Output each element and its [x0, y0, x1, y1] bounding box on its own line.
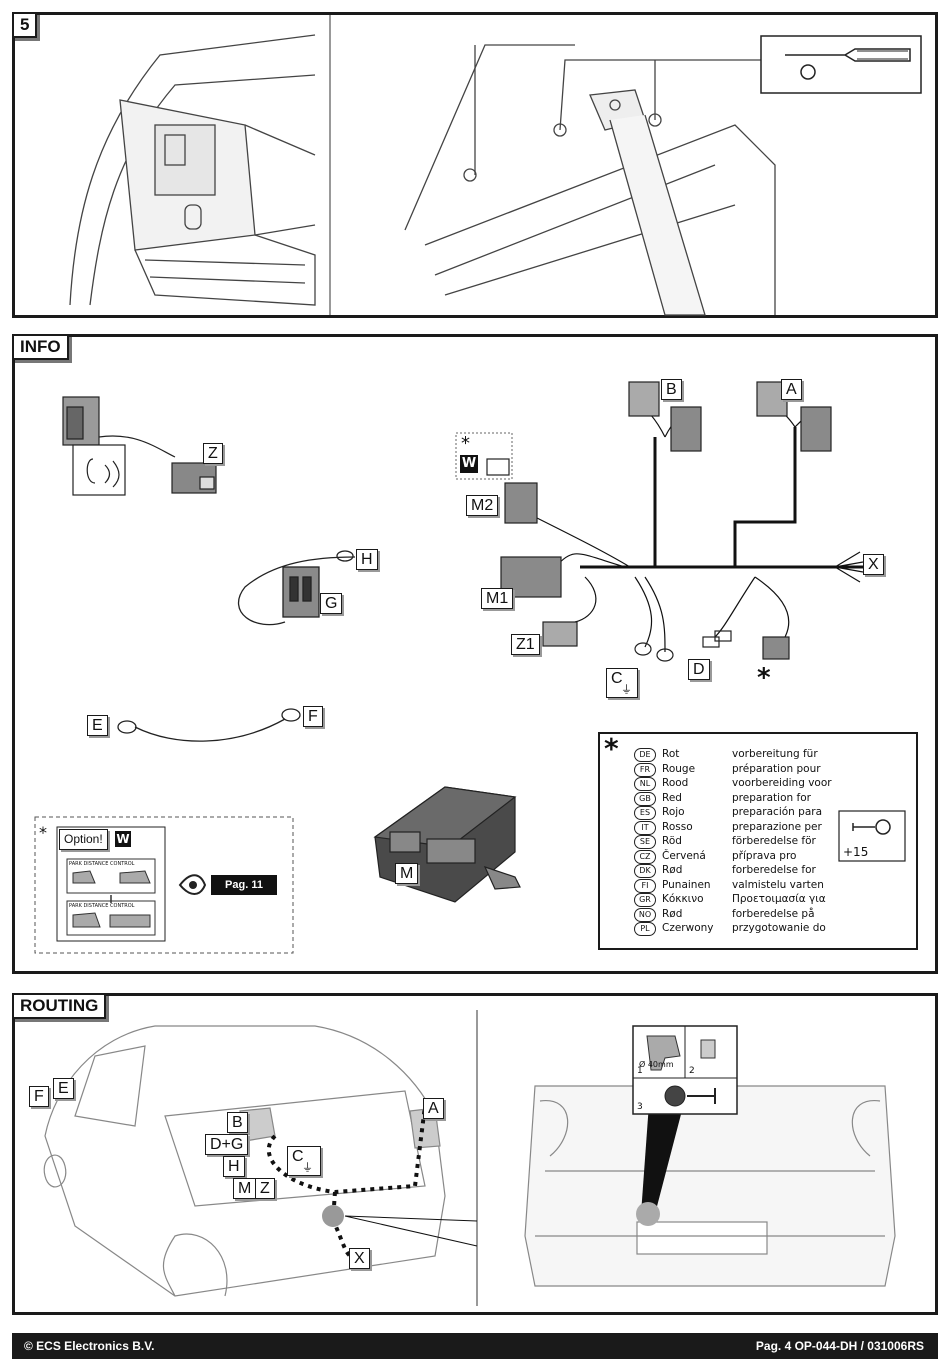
label-B: B — [661, 379, 682, 400]
label-Z: Z — [203, 443, 223, 464]
page-ref-badge[interactable]: Pag. 11 — [211, 875, 277, 895]
route-label-DG: D+G — [205, 1134, 249, 1155]
step-3-label: 3 — [637, 1102, 643, 1112]
legend-country-code: ES — [634, 806, 656, 820]
option-label: Option! — [59, 829, 108, 850]
route-label-Z: Z — [255, 1178, 275, 1199]
legend-color-word: Punainen — [662, 878, 711, 891]
route-label-H: H — [223, 1156, 245, 1177]
label-C-text: C — [611, 670, 623, 687]
route-label-F: F — [29, 1086, 49, 1107]
legend-color-word: Czerwony — [662, 922, 714, 934]
legend-country-code: DK — [634, 864, 656, 878]
legend-color-word: Röd — [662, 835, 682, 847]
label-D: D — [688, 659, 710, 680]
legend-preparation-word: préparation pour — [732, 762, 821, 775]
routing-title: ROUTING — [12, 993, 107, 1019]
legend-country-code: NO — [634, 907, 656, 922]
legend-preparation-word: förberedelse för — [732, 835, 816, 847]
step-number-tag: 5 — [12, 12, 38, 38]
legend-preparation-word: preparación para — [732, 806, 823, 818]
route-label-X: X — [349, 1248, 370, 1269]
label-F: F — [303, 706, 323, 727]
label-G: G — [320, 593, 343, 614]
legend-country-code: SE — [634, 835, 656, 849]
route-label-M: M — [233, 1178, 257, 1199]
legend-country-code: GR — [634, 893, 656, 907]
label-M: M — [395, 863, 419, 884]
legend-color-word: Rosso — [662, 820, 693, 833]
route-label-C: C ⏚ — [287, 1146, 321, 1176]
buzzer-icon — [62, 396, 217, 496]
legend-preparation-word: voorbereiding voor — [732, 777, 832, 789]
legend-asterisk: * — [604, 732, 619, 765]
legend-color-word: Rød — [662, 864, 683, 876]
footer-page-ref: Pag. 4 OP-044-DH / 031006RS — [755, 1339, 924, 1353]
legend-country-code: FI — [634, 878, 656, 893]
info-panel: INFO Z H G E F M B A X W * M2 M1 Z1 C ⏚ … — [12, 334, 938, 974]
label-M1: M1 — [481, 588, 514, 609]
drill-size-label: Ø 40mm — [639, 1060, 674, 1069]
step5-panel: 5 — [12, 12, 938, 318]
ground-icon: ⏚ — [621, 684, 632, 696]
legend-preparation-word: Προετοιμασία για — [732, 893, 826, 905]
legend-color-word: Červená — [662, 849, 706, 862]
legend-color-word: Κόκκινο — [662, 893, 704, 905]
route-label-E: E — [53, 1078, 74, 1099]
route-label-A: A — [423, 1098, 444, 1119]
option-w-badge: W — [115, 831, 131, 847]
footer-copyright: © ECS Electronics B.V. — [24, 1339, 155, 1353]
label-A: A — [781, 379, 802, 400]
asterisk-icon: * — [757, 663, 771, 693]
step-2-label: 2 — [689, 1066, 695, 1076]
routing-illustration — [43, 1010, 896, 1306]
key-label: +15 — [843, 845, 869, 859]
legend-country-code: GB — [634, 791, 656, 806]
legend-preparation-word: valmistelu varten — [732, 878, 824, 891]
legend-preparation-word: preparazione per — [732, 820, 822, 833]
option-asterisk: * — [39, 823, 47, 842]
legend-color-word: Rot — [662, 748, 680, 760]
legend-color-word: Rojo — [662, 806, 685, 818]
legend-country-code: DE — [634, 748, 656, 762]
legend-country-code: PL — [634, 922, 656, 936]
asterisk-small: * — [461, 433, 470, 454]
route-label-C-text: C — [292, 1148, 304, 1165]
footer: © ECS Electronics B.V. Pag. 4 OP-044-DH … — [12, 1333, 938, 1359]
route-label-B: B — [227, 1112, 248, 1133]
label-W-black: W — [460, 455, 478, 473]
legend-country-code: NL — [634, 777, 656, 791]
info-illustration — [34, 381, 906, 954]
label-X: X — [863, 554, 884, 575]
label-E: E — [87, 715, 108, 736]
label-C-ground: C ⏚ — [606, 668, 638, 698]
legend-preparation-word: vorbereitung für — [732, 748, 818, 760]
park-control-label-1: PARK DISTANCE CONTROL — [69, 861, 135, 867]
legend-color-word: Rød — [662, 907, 683, 920]
legend-country-code: IT — [634, 820, 656, 835]
legend-preparation-word: forberedelse på — [732, 907, 815, 920]
legend-country-code: FR — [634, 762, 656, 777]
legend-preparation-word: preparation for — [732, 791, 811, 804]
label-H: H — [356, 549, 378, 570]
label-M2: M2 — [466, 495, 499, 516]
step5-illustration — [69, 15, 922, 316]
legend-country-code: CZ — [634, 849, 656, 864]
step-1-label: 1 — [637, 1066, 643, 1076]
legend-preparation-word: forberedelse for — [732, 864, 816, 876]
legend-preparation-word: příprava pro — [732, 849, 797, 862]
label-Z1: Z1 — [511, 634, 540, 655]
legend-color-word: Rouge — [662, 762, 696, 775]
legend-color-word: Rood — [662, 777, 689, 789]
route-ground-icon: ⏚ — [302, 1162, 313, 1174]
legend-color-word: Red — [662, 791, 682, 804]
legend-preparation-word: przygotowanie do — [732, 922, 826, 934]
info-title: INFO — [12, 334, 69, 360]
routing-panel: ROUTING F E B D+G H C ⏚ M Z A X Ø 40mm 1… — [12, 993, 938, 1315]
park-control-label-2: PARK DISTANCE CONTROL — [69, 903, 135, 909]
